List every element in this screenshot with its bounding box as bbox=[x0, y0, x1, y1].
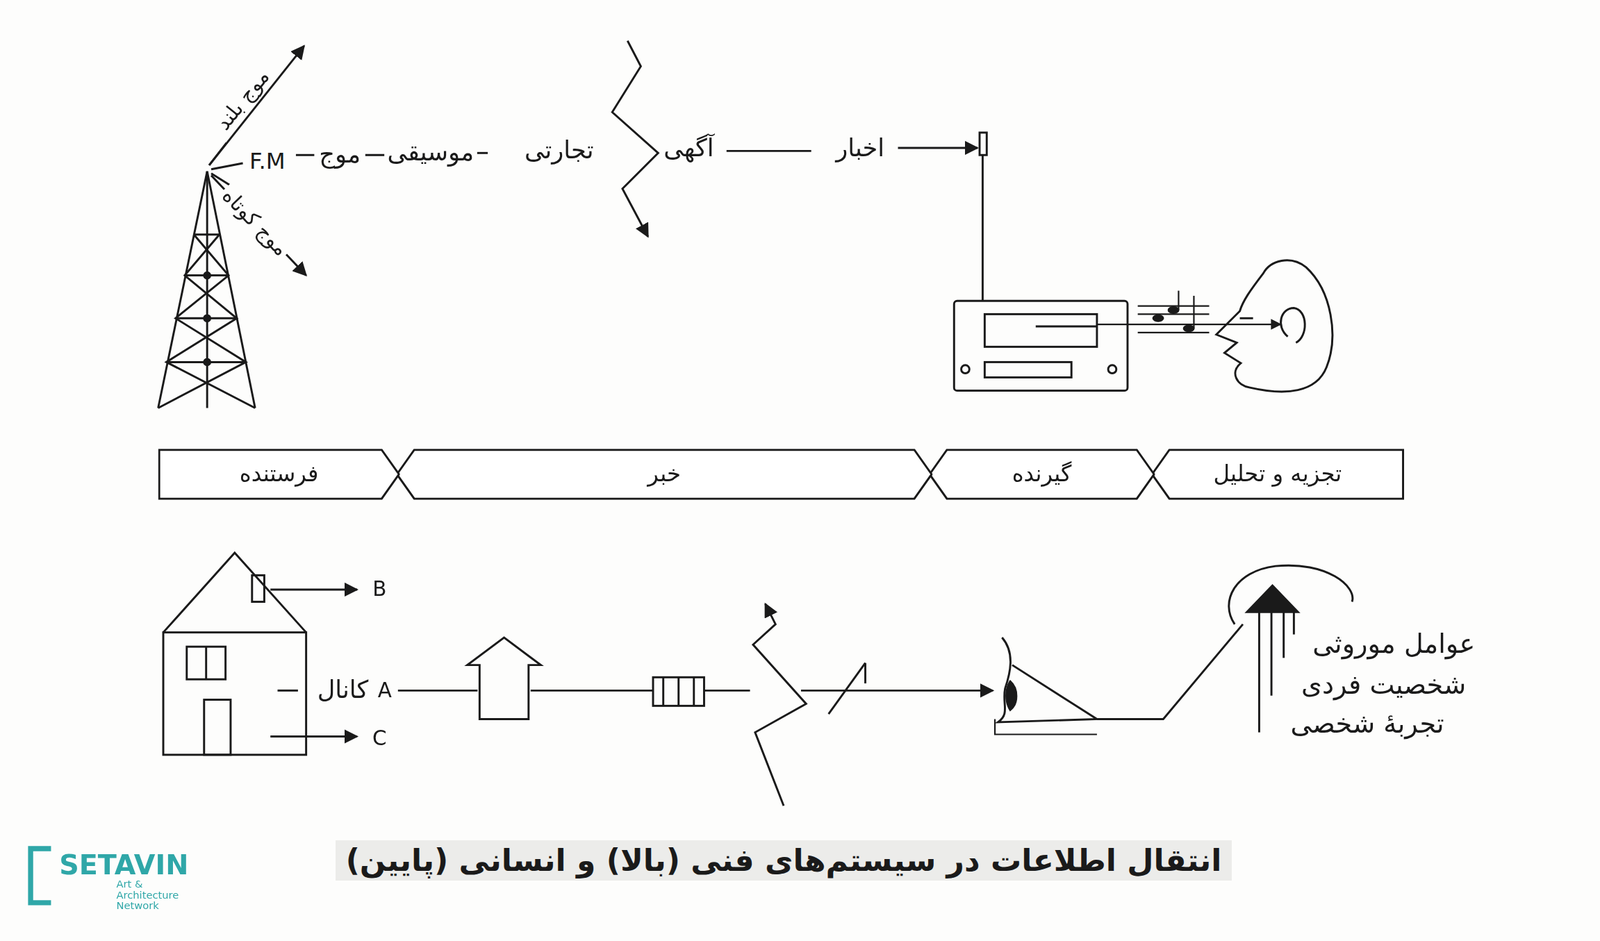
receiver-band: گیرنده bbox=[928, 448, 1156, 500]
band-label: تجزیه و تحلیل bbox=[1213, 461, 1342, 489]
sender-band: فرستنده bbox=[158, 448, 401, 500]
channel-label: کانال bbox=[314, 676, 372, 706]
window-symbol bbox=[653, 677, 704, 706]
band-shape bbox=[396, 450, 932, 500]
wave-label: موج کوتاه bbox=[215, 182, 295, 264]
factor-label: عوامل موروثی bbox=[1309, 629, 1479, 661]
channel-letter: C bbox=[369, 726, 390, 751]
wave-label: موج بلند bbox=[209, 62, 277, 137]
channel-letter: B bbox=[369, 578, 390, 602]
filter-slash bbox=[828, 663, 866, 715]
logo-bracket bbox=[30, 848, 51, 904]
channel-arrows bbox=[270, 589, 993, 738]
message-band: خبر bbox=[396, 448, 934, 500]
nerve-line bbox=[1097, 624, 1243, 720]
channel-letter: A bbox=[374, 678, 395, 703]
watermark-logo: SETAVIN bbox=[59, 849, 189, 882]
noise-zigzag bbox=[753, 604, 806, 807]
chain-word: آگهی bbox=[660, 134, 717, 164]
wave-label: F.M bbox=[246, 147, 289, 174]
listener-head bbox=[1216, 260, 1333, 392]
house bbox=[163, 553, 307, 756]
band-shape bbox=[159, 450, 399, 500]
interference-zigzag bbox=[612, 40, 658, 237]
wave-arrows bbox=[209, 45, 307, 276]
watermark-text: Art & Architecture Network bbox=[116, 879, 190, 912]
chain-word: تجارتی bbox=[521, 136, 597, 166]
factor-label: تجربهٔ شخصی bbox=[1287, 709, 1448, 740]
house-arrow-symbol bbox=[467, 637, 542, 720]
band-label: خبر bbox=[647, 461, 681, 489]
eye bbox=[994, 637, 1098, 736]
chain-word: موج bbox=[316, 141, 365, 170]
band-shape bbox=[929, 450, 1154, 500]
figure-caption: انتقال اطلاعات در سیستم‌های فنی (بالا) و… bbox=[335, 840, 1232, 881]
music-notes bbox=[1097, 291, 1281, 333]
band-label: فرستنده bbox=[239, 461, 319, 489]
chain-word: موسیقی bbox=[384, 138, 477, 168]
analysis-band: تجزیه و تحلیل bbox=[1151, 448, 1405, 500]
factor-label: شخصیت فردی bbox=[1298, 670, 1470, 701]
band-label: گیرنده bbox=[1012, 461, 1072, 489]
chain-word: اخبار bbox=[833, 134, 888, 164]
radio-receiver bbox=[953, 132, 1128, 392]
band-shape bbox=[1151, 450, 1403, 500]
